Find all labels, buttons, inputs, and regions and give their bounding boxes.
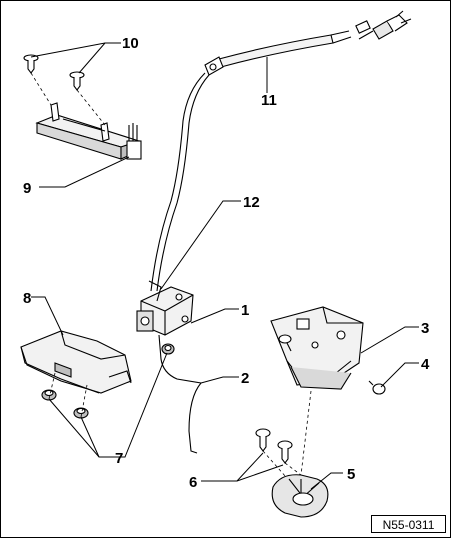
lock-3 [270, 306, 364, 390]
figure-reference: N55-0311 [371, 515, 446, 533]
lock-mechanism-1 [136, 280, 203, 454]
cover-5 [271, 474, 329, 518]
callout-3: 3 [421, 320, 429, 337]
callout-10: 10 [122, 35, 139, 52]
callout-8: 8 [23, 290, 31, 307]
screw-10-right [69, 71, 85, 91]
assembly-guide-lines [30, 72, 312, 478]
screw-6-left [255, 428, 271, 452]
callout-9: 9 [23, 180, 31, 197]
callout-1: 1 [241, 302, 249, 319]
bolt-3-left [278, 334, 292, 352]
leader-lines [30, 42, 419, 490]
bracket-9 [35, 102, 142, 160]
callout-6: 6 [189, 474, 197, 491]
callout-7: 7 [115, 450, 123, 467]
bolt-4 [368, 380, 386, 395]
housing-8 [20, 330, 132, 394]
callout-12: 12 [243, 194, 260, 211]
release-cable [150, 10, 412, 292]
callout-5: 5 [347, 466, 355, 483]
screw-6-right [277, 440, 293, 464]
callout-2: 2 [241, 370, 249, 387]
callout-11: 11 [261, 92, 277, 109]
callout-4: 4 [421, 356, 430, 373]
screw-10-left [23, 54, 39, 74]
grommet-7-right [161, 343, 175, 355]
